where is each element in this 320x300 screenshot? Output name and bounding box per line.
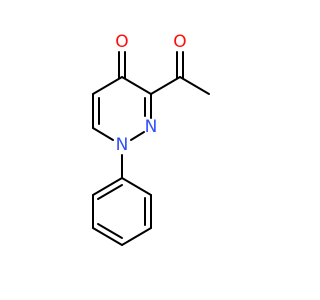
atom-o-ring: O bbox=[115, 32, 128, 52]
bond-c4-c5 bbox=[92, 76, 123, 95]
bonds bbox=[92, 51, 210, 246]
atom-labels: O O N N bbox=[115, 32, 186, 155]
bond-ph-3 bbox=[121, 227, 152, 246]
bond-c6-n1 bbox=[92, 127, 114, 141]
bond-ph-inner-2 bbox=[97, 223, 123, 239]
bond-c3-cacyl bbox=[150, 76, 181, 95]
bond-cacyl-ch3 bbox=[179, 76, 210, 95]
bond-ph-1 bbox=[121, 177, 152, 196]
bond-ph-6 bbox=[92, 177, 123, 196]
bond-c3-c4 bbox=[121, 76, 152, 95]
atom-n1: N bbox=[116, 135, 129, 155]
bond-ph-4 bbox=[92, 227, 123, 246]
atom-n2: N bbox=[145, 117, 158, 137]
atom-o-acetyl: O bbox=[173, 32, 186, 52]
bond-ph-inner-3 bbox=[97, 184, 123, 200]
bond-n1-n2 bbox=[130, 131, 145, 141]
molecule-structure: O O N N bbox=[92, 32, 210, 246]
